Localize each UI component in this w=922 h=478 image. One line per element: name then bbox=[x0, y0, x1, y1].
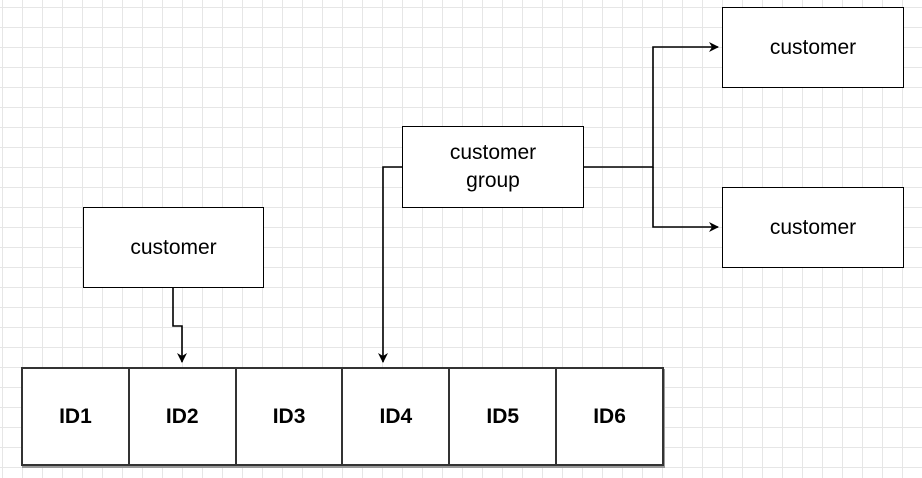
id-cell-2[interactable]: ID2 bbox=[130, 369, 237, 464]
customer-node-bottom-right[interactable]: customer bbox=[722, 187, 904, 268]
customer-node-top-right[interactable]: customer bbox=[722, 7, 904, 88]
customer-group-label: customer group bbox=[449, 141, 537, 192]
connector-group-to-customer-bottom bbox=[652, 167, 719, 232]
connector-customer-to-id2 bbox=[172, 287, 187, 363]
id-cell-1[interactable]: ID1 bbox=[23, 369, 130, 464]
customer-node-left[interactable]: customer bbox=[83, 207, 264, 288]
id-cell-4[interactable]: ID4 bbox=[343, 369, 451, 464]
id-row: ID1 ID2 ID3 ID4 ID5 ID6 bbox=[21, 367, 664, 466]
connector-group-to-customer-top bbox=[583, 42, 719, 168]
id-cell-6[interactable]: ID6 bbox=[593, 404, 626, 428]
customer-node-top-right-label: customer bbox=[769, 35, 857, 59]
customer-group-node[interactable]: customer group bbox=[402, 126, 584, 208]
id-cell-3[interactable]: ID3 bbox=[237, 369, 344, 464]
customer-node-bottom-right-label: customer bbox=[769, 215, 857, 239]
customer-node-left-label: customer bbox=[130, 235, 217, 259]
id-cell-5[interactable]: ID5 bbox=[450, 369, 558, 464]
connector-group-to-id4 bbox=[378, 166, 403, 363]
